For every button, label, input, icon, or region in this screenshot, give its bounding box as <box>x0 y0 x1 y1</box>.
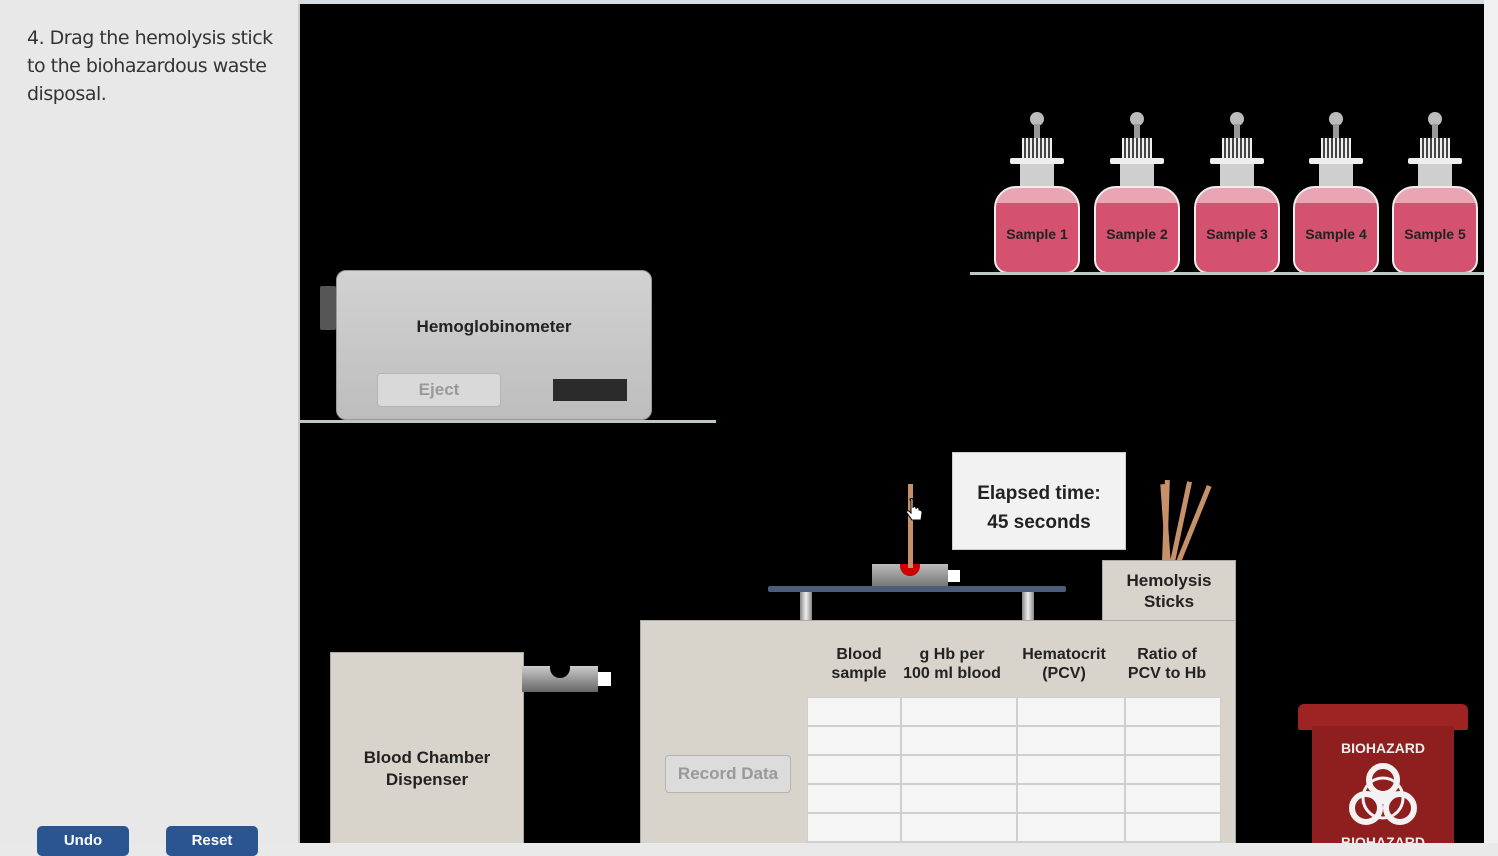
bottle-label: Sample 4 <box>1305 226 1367 242</box>
slide-stage <box>768 586 1066 592</box>
bottle-ring <box>1210 158 1264 164</box>
top-border <box>298 0 1486 4</box>
table-cell <box>807 726 901 755</box>
bottle-dropper-stem <box>1234 124 1240 138</box>
table-cell <box>1017 726 1125 755</box>
stage-leg <box>800 592 812 624</box>
instruction-text: 4. Drag the hemolysis stick to the bioha… <box>27 27 273 105</box>
left-shelf <box>300 420 716 423</box>
data-table <box>807 697 1221 843</box>
reset-button[interactable]: Reset <box>166 826 258 856</box>
bottle-cap-knob <box>1329 112 1343 126</box>
eject-button[interactable]: Eject <box>377 373 501 407</box>
table-cell <box>1017 813 1125 842</box>
table-cell <box>1125 784 1221 813</box>
sample-bottle[interactable]: Sample 1 <box>992 112 1082 276</box>
blood-chamber-tab <box>948 570 960 582</box>
bottle-label: Sample 5 <box>1404 226 1466 242</box>
bottle-cap-knob <box>1230 112 1244 126</box>
lab-workspace: Hemoglobinometer Eject Sample 1 Sample 2 S… <box>298 4 1486 843</box>
table-cell <box>1125 726 1221 755</box>
sticks-label-1: Hemolysis <box>1126 571 1212 590</box>
biohazard-label-bottom: BIOHAZARD <box>1341 834 1425 843</box>
bottle-ring <box>1010 158 1064 164</box>
blood-drop <box>900 564 920 576</box>
table-cell <box>807 755 901 784</box>
header-hematocrit: Hematocrit(PCV) <box>1022 646 1106 682</box>
bottle-label: Sample 3 <box>1206 226 1268 242</box>
dispenser-tab <box>598 672 611 686</box>
biohazard-waste-bin[interactable]: BIOHAZARD BIOHAZARD <box>1312 726 1454 843</box>
elapsed-value: 45 seconds <box>987 512 1091 533</box>
elapsed-label: Elapsed time: <box>977 483 1101 504</box>
bottle-ring <box>1110 158 1164 164</box>
bottle-dropper-grip <box>1222 138 1252 160</box>
sample-bottle[interactable]: Sample 2 <box>1092 112 1182 276</box>
table-cell <box>807 813 901 842</box>
active-hemolysis-stick[interactable] <box>908 484 913 568</box>
instructions-panel: 4. Drag the hemolysis stick to the bioha… <box>0 0 298 856</box>
undo-button[interactable]: Undo <box>37 826 129 856</box>
hemoglobinometer-slot <box>320 286 336 330</box>
biohazard-bin-lid[interactable] <box>1298 704 1468 730</box>
bottle-cap-knob <box>1030 112 1044 126</box>
bottle-dropper-stem <box>1134 124 1140 138</box>
bottle-dropper-grip <box>1321 138 1351 160</box>
hand-cursor-icon <box>906 498 923 521</box>
table-cell <box>901 813 1017 842</box>
table-cell <box>1125 813 1221 842</box>
sample-bottle[interactable]: Sample 3 <box>1192 112 1282 276</box>
bottle-ring <box>1408 158 1462 164</box>
table-cell <box>901 784 1017 813</box>
right-edge <box>1484 0 1498 843</box>
bottle-label: Sample 2 <box>1106 226 1168 242</box>
table-cell <box>901 697 1017 726</box>
elapsed-time-box: Elapsed time: 45 seconds <box>952 452 1126 550</box>
bottle-label: Sample 1 <box>1006 226 1068 242</box>
bottle-cap-knob <box>1428 112 1442 126</box>
bottle-cap-knob <box>1130 112 1144 126</box>
table-cell <box>807 697 901 726</box>
dispenser-slot <box>550 666 570 678</box>
record-data-button[interactable]: Record Data <box>665 755 791 793</box>
bottle-dropper-grip <box>1022 138 1052 160</box>
stage-leg <box>1022 592 1034 624</box>
bottle-shelf <box>970 272 1486 275</box>
bottle-dropper-grip <box>1420 138 1450 160</box>
dispenser-label-2: Dispenser <box>385 770 469 789</box>
bottle-dropper-stem <box>1333 124 1339 138</box>
hemoglobinometer-display <box>553 379 627 401</box>
hemolysis-sticks-box[interactable]: Hemolysis Sticks <box>1102 560 1236 624</box>
bottle-ring <box>1309 158 1363 164</box>
table-cell <box>1017 755 1125 784</box>
bottle-dropper-stem <box>1432 124 1438 138</box>
bottle-dropper-stem <box>1034 124 1040 138</box>
biohazard-icon <box>1349 763 1417 825</box>
table-cell <box>901 726 1017 755</box>
table-cell <box>901 755 1017 784</box>
hemoglobinometer-title: Hemoglobinometer <box>416 317 572 336</box>
sticks-label-2: Sticks <box>1143 592 1195 611</box>
sample-bottle[interactable]: Sample 5 <box>1390 112 1480 276</box>
table-cell <box>1017 697 1125 726</box>
bottle-body <box>1293 186 1379 274</box>
table-cell <box>1125 755 1221 784</box>
table-cell <box>1017 784 1125 813</box>
hemoglobinometer[interactable]: Hemoglobinometer Eject <box>336 270 652 420</box>
biohazard-label-top: BIOHAZARD <box>1341 740 1425 756</box>
table-cell <box>807 784 901 813</box>
bottle-dropper-grip <box>1122 138 1152 160</box>
dispenser-label-1: Blood Chamber <box>363 748 491 767</box>
blood-chamber-dispenser[interactable]: Blood Chamber Dispenser <box>330 652 524 843</box>
sample-bottle[interactable]: Sample 4 <box>1291 112 1381 276</box>
table-cell <box>1125 697 1221 726</box>
